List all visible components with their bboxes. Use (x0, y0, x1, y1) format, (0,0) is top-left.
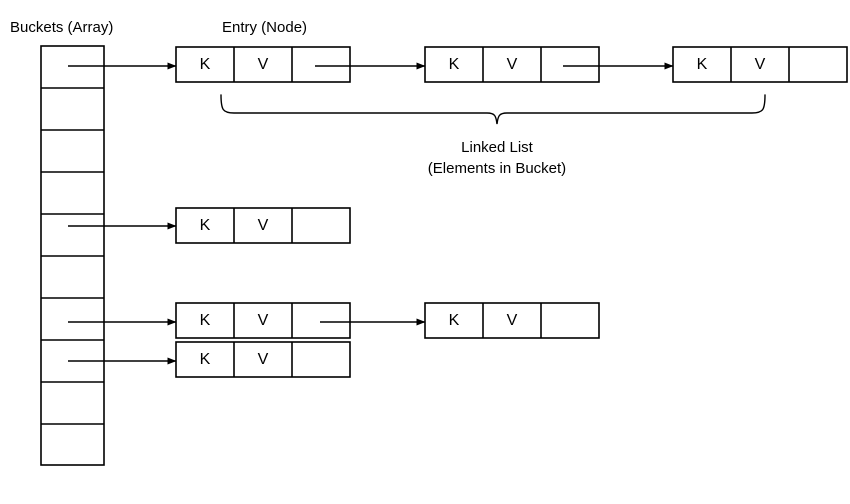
entry-node (424, 46, 600, 83)
node-value-cell: V (754, 56, 766, 73)
node-value-cell: V (257, 56, 269, 73)
node-key-cell: K (199, 56, 211, 73)
chain-7 (175, 341, 351, 378)
entry-node (175, 207, 351, 244)
node-key-cell: K (696, 56, 708, 73)
node-value-cell: V (506, 312, 518, 329)
node-key-cell: K (199, 312, 211, 329)
entry-node (175, 341, 351, 378)
entry-node (175, 46, 351, 83)
node-value-cell: V (506, 56, 518, 73)
node-value-cell: V (257, 217, 269, 234)
chain-4 (175, 207, 351, 244)
bucket-pointer-arrows (68, 62, 177, 365)
bucket-array (40, 45, 105, 466)
node-key-cell: K (199, 217, 211, 234)
node-value-cell: V (257, 351, 269, 368)
node-key-cell: K (448, 312, 460, 329)
linked-list-label-line1: Linked List (461, 139, 533, 156)
node-key-cell: K (448, 56, 460, 73)
node-value-cell: V (257, 312, 269, 329)
chain-0 (175, 46, 848, 83)
entry-node (175, 302, 351, 339)
entry-node-label: Entry (Node) (222, 19, 308, 36)
entry-node (424, 302, 600, 339)
chain-6 (175, 302, 600, 339)
buckets-array-label: Buckets (Array) (10, 19, 114, 36)
node-key-cell: K (199, 351, 211, 368)
linked-list-label-line2: (Elements in Bucket) (427, 160, 567, 177)
linked-list-brace (220, 94, 766, 125)
